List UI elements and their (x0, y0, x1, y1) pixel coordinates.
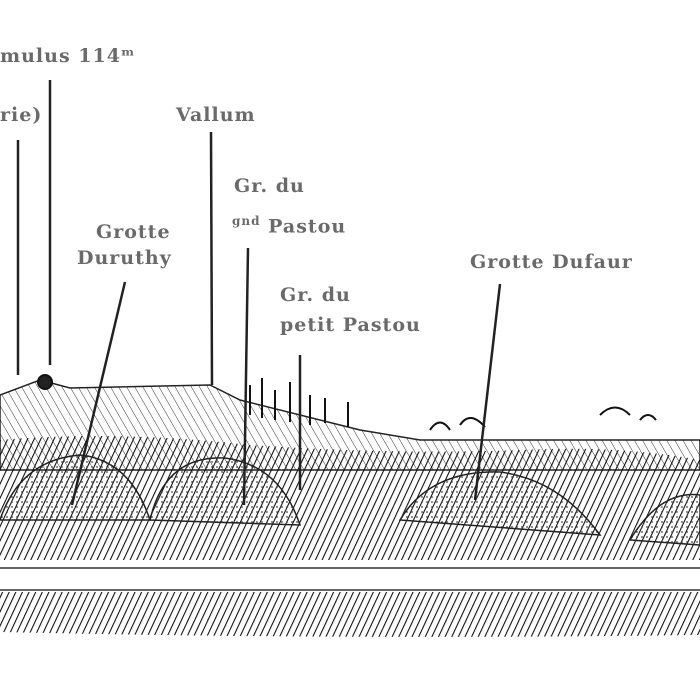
label-vallum: Vallum (176, 104, 256, 126)
leader-line-grotte-dufaur (473, 283, 502, 501)
road (0, 568, 700, 590)
trees (37, 374, 657, 431)
label-gr-petit-pastou-line1: Gr. du (280, 284, 351, 306)
label-rie: rie) (0, 104, 43, 126)
label-gr-petit-pastou-line2: petit Pastou (280, 314, 421, 336)
leader-lines (16, 80, 502, 506)
label-gr-gnd-pastou-line1: Gr. du (234, 175, 305, 197)
label-tumulus: mulus 114ᵐ (0, 45, 136, 67)
leader-line-grotte-duruthy (70, 281, 127, 506)
label-gnd-superscript: gnd (232, 214, 261, 228)
leader-line-gr-gnd-pastou (242, 247, 250, 506)
label-grotte-duruthy-line2: Duruthy (77, 247, 172, 269)
label-grotte-dufaur: Grotte Dufaur (470, 251, 633, 273)
label-grotte-duruthy-line1: Grotte (96, 221, 171, 243)
rock-outcrops (0, 454, 700, 546)
label-pastou: Pastou (268, 215, 347, 238)
leader-line-vallum (209, 131, 214, 386)
label-gr-gnd-pastou-line2: gnd Pastou (232, 209, 346, 238)
foreground-hatching (0, 592, 700, 637)
